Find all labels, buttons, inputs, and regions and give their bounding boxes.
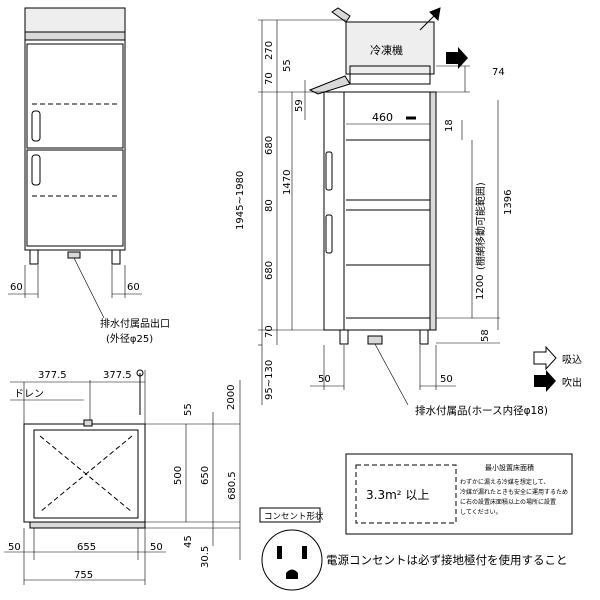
floor-area-title: 最小設置床面積 [485,463,534,472]
plan-dim-650: 650 [200,466,211,485]
compressor-label: 冷凍機 [370,43,403,57]
floor-area-value: 3.3m² 以上 [366,488,429,502]
plan-dim-2000: 2000 [226,385,237,410]
front-leg-right [111,249,121,265]
plan-total-width: 755 [74,570,93,581]
plan-dim-680-5: 680.5 [227,471,238,500]
floor-area-note-3: に右の設置床面積以上の場所に設置 [460,498,556,506]
rear-exhaust-arrow-icon [446,47,468,69]
exhaust-arrow-icon [419,7,441,31]
legend-exhaust-label: 吹出 [562,376,582,389]
plan-dim-500: 500 [173,466,184,485]
front-body [24,39,126,251]
front-drain-note: 排水付属品出口 [100,317,170,330]
plan-dim-55: 55 [183,403,194,416]
side-dim-1470: 1470 [282,170,293,195]
shelf-range-label: (棚網移動可能範囲) [474,182,487,270]
legend-intake-label: 吸込 [562,354,582,366]
floor-area-box: 3.3m² 以上 最小設置床面積 わずかに漏える冷媒を想定して、 冷媒が漏れたと… [345,453,573,535]
front-intake-grille [308,75,351,95]
plan-view: 377.5 377.5 ドレン 2000 55 500 650 680.5 45… [4,369,241,585]
outlet-note: 電源コンセントは必ず接地極付を使用すること [326,553,568,567]
side-dim-55: 55 [282,59,293,72]
plan-bottom-dim-left: 50 [8,542,21,553]
side-dim-70-bottom: 70 [264,325,275,338]
front-header-strip [24,31,126,41]
front-leg-left [29,249,39,265]
front-view: 60 60 排水付属品出口 (外径φ25) [8,7,170,345]
rear-panel [429,91,437,331]
side-dim-1396: 1396 [503,190,514,215]
side-dim-680-lower: 680 [264,261,275,280]
plan-inner-body [33,429,139,519]
plan-top-dim-right: 377.5 [103,370,132,381]
side-drain [367,335,383,345]
outlet-label: コンセント形状 [264,511,324,522]
side-handle-upper [325,151,333,191]
floor-area-note-2: 冷媒が漏れたときも安全に運用するため [460,488,568,496]
plan-dim-30-5: 30.5 [200,546,211,568]
plan-drain-marker [83,419,93,427]
front-top-panel [24,7,126,33]
floor-area-note-1: わずかに漏える冷媒を想定して、 [460,478,549,486]
floor-area-square [355,464,457,524]
front-dim-right: 60 [127,282,140,293]
side-leg-rear [419,329,429,345]
side-dim-270: 270 [264,41,275,60]
side-total-height: 1945~1980 [235,171,246,230]
side-dim-1200: 1200 [475,275,486,300]
side-handle-lower [325,214,333,254]
front-drain-size: (外径φ25) [106,332,153,345]
intake-arrow-icon [331,7,351,23]
outlet-label-box [259,507,321,523]
plan-dim-45: 45 [183,535,194,548]
side-drain-note: 排水付属品(ホース内径φ18) [415,404,548,417]
outlet-icon [261,529,323,591]
plan-drain-label: ドレン [14,389,44,400]
side-view: 冷凍機 1945~1980 270 70 680 80 680 70 55 [235,7,582,417]
plan-bottom-dim-right: 50 [150,542,163,553]
upper-door-handle [31,110,41,142]
plan-door-edge [29,521,146,529]
front-drain-outlet [67,251,81,259]
side-dim-18: 18 [444,119,455,132]
side-dim-74: 74 [492,67,505,78]
side-leg-front [339,329,349,345]
legend-exhaust-icon [534,370,556,392]
outlet-section: コンセント形状 電源コンセントは必ず接地極付を使用すること [259,507,568,591]
side-cabinet [323,91,437,331]
shelf-depth-dim: 460 [372,111,393,124]
plan-bottom-dim-center: 655 [77,542,96,553]
condenser-unit [349,65,431,85]
side-bottom-dim-right: 50 [440,374,453,385]
legend-intake-icon [533,345,557,371]
plan-top-dim-left: 377.5 [38,370,67,381]
side-dim-70-top: 70 [264,72,275,85]
front-lower-door [26,149,124,247]
compressor-housing [345,21,435,75]
floor-area-note-4: してください。 [460,509,502,516]
lower-door-handle [31,154,41,186]
side-dim-59: 59 [294,99,305,112]
side-dim-80: 80 [264,199,275,212]
front-dim-left: 60 [10,282,23,293]
side-dim-680-upper: 680 [264,136,275,155]
front-upper-door [26,43,124,149]
floor-area-frame [345,453,573,535]
side-dim-58: 58 [480,329,491,342]
side-bottom-dim-left: 50 [318,374,331,385]
side-dim-bottom: 95~130 [264,360,275,400]
